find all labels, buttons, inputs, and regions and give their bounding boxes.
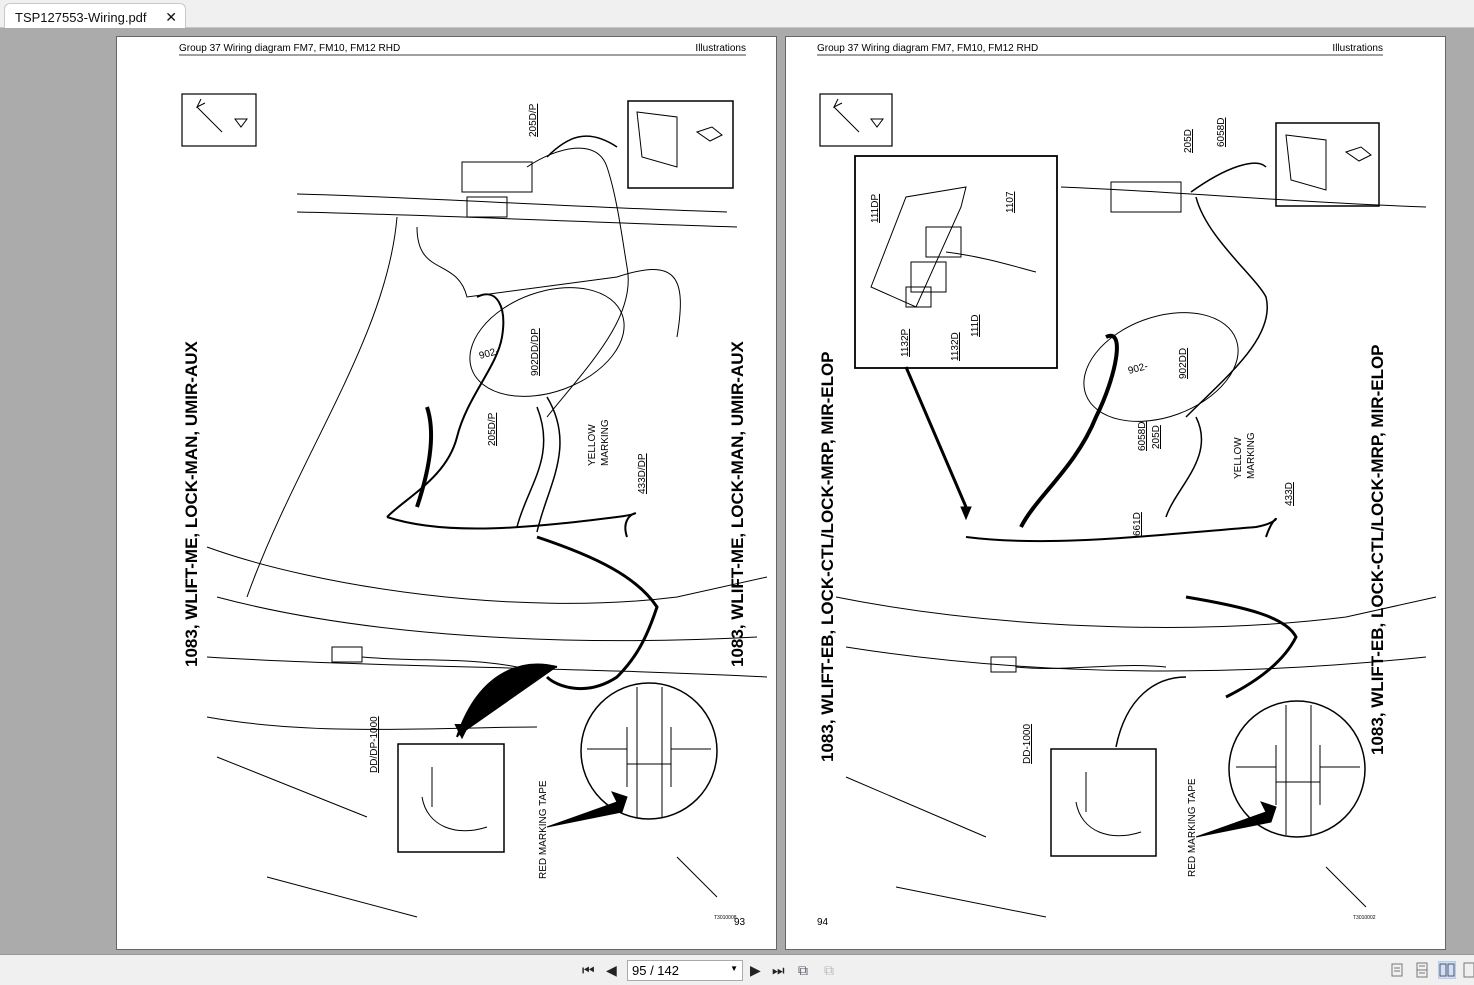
page-number-input[interactable]: 95 / 142 ▼ bbox=[627, 960, 743, 981]
navigation-toolbar: ⏮ ◀ 95 / 142 ▼ ▶ ⏭ ⧉ ⧉ bbox=[0, 954, 1474, 985]
figure-code: T3010002 bbox=[1353, 915, 1376, 921]
connector-label: DD/DP-1000 bbox=[369, 716, 380, 773]
page-title-left: 1083, WLIFT-EB, LOCK-CTL/LOCK-MRP, MIR-E… bbox=[818, 351, 837, 762]
page-number: 94 bbox=[817, 917, 829, 928]
prev-page-icon[interactable]: ◀ bbox=[606, 962, 617, 978]
marking-label: YELLOW bbox=[1233, 437, 1244, 479]
ground-connection-inset bbox=[397, 743, 505, 853]
page-number: 93 bbox=[734, 917, 746, 928]
two-page-continuous-view-icon[interactable] bbox=[1462, 961, 1474, 979]
continuous-view-icon[interactable] bbox=[1413, 961, 1431, 979]
marking-label: MARKING bbox=[1246, 432, 1257, 479]
wire-label: 1132P bbox=[900, 328, 911, 357]
chevron-down-icon[interactable]: ▼ bbox=[730, 964, 738, 973]
single-page-view-icon[interactable] bbox=[1388, 961, 1406, 979]
page-header-left: Group 37 Wiring diagram FM7, FM10, FM12 … bbox=[817, 43, 1038, 54]
pdf-page-94: Group 37 Wiring diagram FM7, FM10, FM12 … bbox=[785, 36, 1446, 950]
wire-label: 902DD/DP bbox=[530, 328, 541, 376]
wire-label: 205D bbox=[1183, 129, 1194, 153]
control-unit-inset bbox=[854, 155, 1058, 369]
wire-label: 205D/P bbox=[487, 412, 498, 446]
grommet-detail-circle bbox=[1228, 700, 1366, 838]
orientation-icon bbox=[819, 93, 893, 147]
wire-label: 111D bbox=[970, 315, 981, 337]
pdf-page-93: Group 37 Wiring diagram FM7, FM10, FM12 … bbox=[116, 36, 777, 950]
wire-label: 902- bbox=[1127, 361, 1149, 377]
vehicle-drawing bbox=[819, 93, 1437, 918]
marking-label: YELLOW bbox=[587, 424, 598, 466]
wire-label: 1132D bbox=[950, 332, 961, 361]
wire-label: 661D bbox=[1132, 512, 1143, 536]
wire-label: 205D bbox=[1151, 425, 1162, 449]
door-lock-inset bbox=[627, 100, 734, 189]
marking-label: RED MARKING TAPE bbox=[1187, 778, 1198, 877]
two-page-view-icon[interactable] bbox=[1438, 961, 1456, 979]
page-title-right: 1083, WLIFT-ME, LOCK-MAN, UMIR-AUX bbox=[728, 341, 747, 667]
wire-label: 205D/P bbox=[528, 103, 539, 137]
next-view-icon[interactable]: ⧉ bbox=[824, 962, 834, 978]
page-number-value: 95 / 142 bbox=[632, 963, 679, 978]
wire-label: 433D/DP bbox=[637, 453, 648, 494]
previous-view-icon[interactable]: ⧉ bbox=[798, 962, 808, 978]
figure-code: T3010008 bbox=[714, 915, 737, 921]
next-page-icon[interactable]: ▶ bbox=[750, 962, 761, 978]
wire-label: 433D bbox=[1284, 482, 1295, 506]
wire-label: 111DP bbox=[870, 194, 881, 223]
orientation-icon bbox=[181, 93, 257, 147]
marking-label: MARKING bbox=[600, 419, 611, 466]
vehicle-drawing bbox=[181, 93, 768, 918]
ground-connection-inset bbox=[1050, 748, 1157, 857]
document-viewer[interactable]: Group 37 Wiring diagram FM7, FM10, FM12 … bbox=[0, 28, 1474, 954]
document-tab[interactable]: TSP127553-Wiring.pdf ✕ bbox=[4, 3, 186, 29]
door-lock-inset bbox=[1275, 122, 1380, 207]
marking-label: RED MARKING TAPE bbox=[538, 780, 549, 879]
wire-label: 6058D bbox=[1216, 118, 1227, 147]
wire-label: 6058D bbox=[1137, 422, 1148, 451]
page-header-right: Illustrations bbox=[1332, 43, 1383, 54]
close-icon[interactable]: ✕ bbox=[165, 9, 177, 25]
page-header-left: Group 37 Wiring diagram FM7, FM10, FM12 … bbox=[179, 43, 400, 54]
page-title-right: 1083, WLIFT-EB, LOCK-CTL/LOCK-MRP, MIR-E… bbox=[1368, 344, 1387, 755]
page-title-left: 1083, WLIFT-ME, LOCK-MAN, UMIR-AUX bbox=[182, 341, 201, 667]
last-page-icon[interactable]: ⏭ bbox=[772, 962, 785, 978]
page-header-right: Illustrations bbox=[695, 43, 746, 54]
tab-title: TSP127553-Wiring.pdf bbox=[15, 10, 147, 25]
grommet-detail-circle bbox=[580, 682, 718, 820]
tab-bar: TSP127553-Wiring.pdf ✕ bbox=[0, 0, 1474, 29]
first-page-icon[interactable]: ⏮ bbox=[582, 962, 595, 978]
wiring-diagram-page-94: Group 37 Wiring diagram FM7, FM10, FM12 … bbox=[817, 43, 1437, 928]
wiring-diagram-page-93: Group 37 Wiring diagram FM7, FM10, FM12 … bbox=[179, 43, 768, 928]
connector-label: DD-1000 bbox=[1022, 724, 1033, 764]
wire-label: 902- bbox=[478, 346, 500, 362]
wire-label: 902DD bbox=[1178, 348, 1189, 379]
wire-label: 1107 bbox=[1005, 191, 1016, 213]
